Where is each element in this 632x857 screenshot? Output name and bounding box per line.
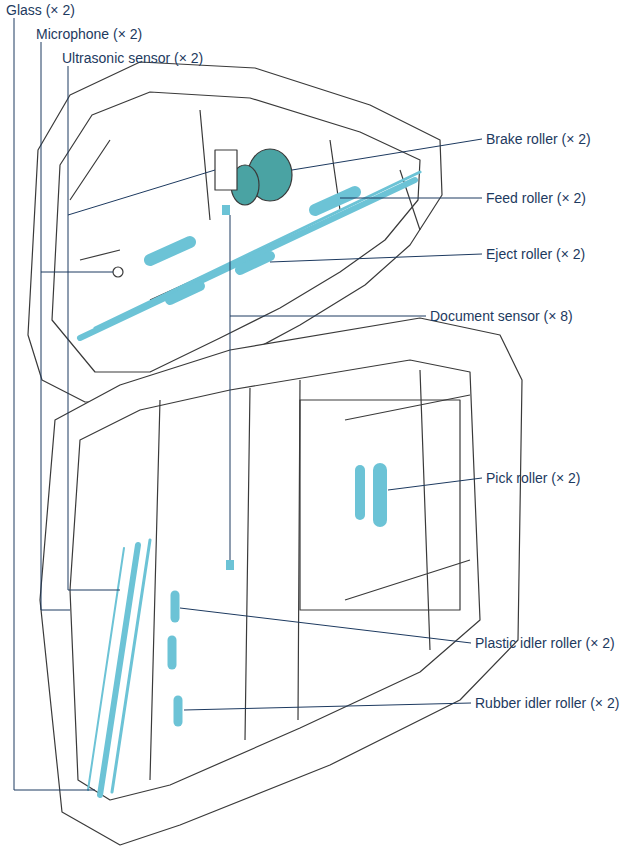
sensor-shape	[226, 560, 234, 570]
leader-line	[230, 215, 426, 560]
sensor-block	[215, 150, 237, 190]
leader-line	[270, 254, 482, 262]
pick-roller-shape	[355, 470, 365, 515]
part-label: Rubber idler roller (× 2)	[475, 695, 619, 711]
leader-line	[41, 42, 113, 610]
leader-line	[292, 139, 482, 170]
lower-unit	[40, 318, 522, 845]
leader-line	[340, 198, 482, 199]
sensor-shape	[222, 205, 230, 215]
eject-roller-shape	[240, 256, 270, 270]
part-label: Document sensor (× 8)	[430, 308, 573, 324]
feed-roller-shape	[315, 192, 355, 210]
upper-highlights	[80, 172, 420, 338]
microphone-shape	[113, 267, 123, 277]
base-inner	[70, 360, 480, 800]
feed-roller-shape	[150, 242, 190, 260]
pick-roller-shape	[373, 470, 387, 520]
leader-line	[68, 66, 215, 590]
glass-strip	[88, 548, 124, 790]
leader-line	[14, 18, 95, 790]
part-label: Pick roller (× 2)	[486, 470, 581, 486]
glass-strip	[95, 172, 420, 328]
part-label: Glass (× 2)	[6, 2, 75, 18]
part-label: Ultrasonic sensor (× 2)	[62, 50, 203, 66]
leader-line	[180, 608, 471, 643]
eject-roller-shape	[170, 286, 200, 300]
idler-roller-shape	[171, 595, 180, 618]
idler-roller-shape	[168, 640, 177, 665]
lower-highlights	[88, 470, 380, 795]
tray	[300, 400, 460, 610]
part-label: Microphone (× 2)	[36, 26, 142, 42]
leader-lines	[14, 18, 482, 790]
part-label: Plastic idler roller (× 2)	[475, 635, 615, 651]
part-label: Brake roller (× 2)	[486, 131, 591, 147]
part-label: Feed roller (× 2)	[486, 190, 586, 206]
glass-strip	[112, 540, 150, 792]
idler-roller-shape	[174, 700, 183, 722]
leader-line	[388, 478, 482, 490]
part-label: Eject roller (× 2)	[486, 246, 585, 262]
glass-strip	[80, 180, 415, 338]
base-outline	[40, 318, 522, 845]
leader-line	[184, 703, 471, 710]
base-detail	[150, 370, 470, 780]
